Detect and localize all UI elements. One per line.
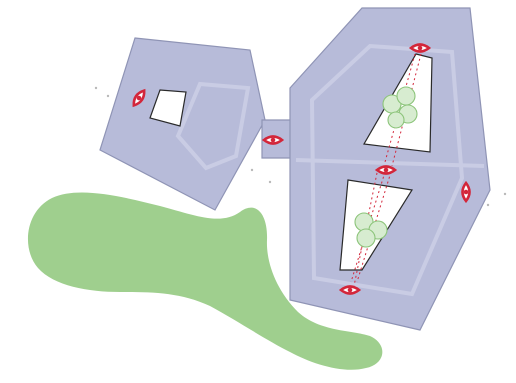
green-space — [27, 192, 383, 370]
tree-cluster-upper — [382, 86, 418, 129]
tree-cluster-lower — [354, 212, 388, 248]
eye-icon — [261, 135, 285, 145]
viewpoints — [132, 43, 471, 295]
tree-canopy-icon — [387, 111, 405, 129]
eye-icon — [408, 43, 432, 53]
eye-icon — [338, 285, 362, 295]
eye-icon — [461, 180, 471, 204]
tree-canopy-icon — [396, 86, 416, 106]
eye-icon — [374, 165, 398, 175]
pentagon-courtyard — [149, 89, 187, 127]
eye-icon — [132, 88, 146, 108]
tree-canopy-icon — [356, 228, 376, 248]
pentagon-block — [99, 37, 266, 211]
